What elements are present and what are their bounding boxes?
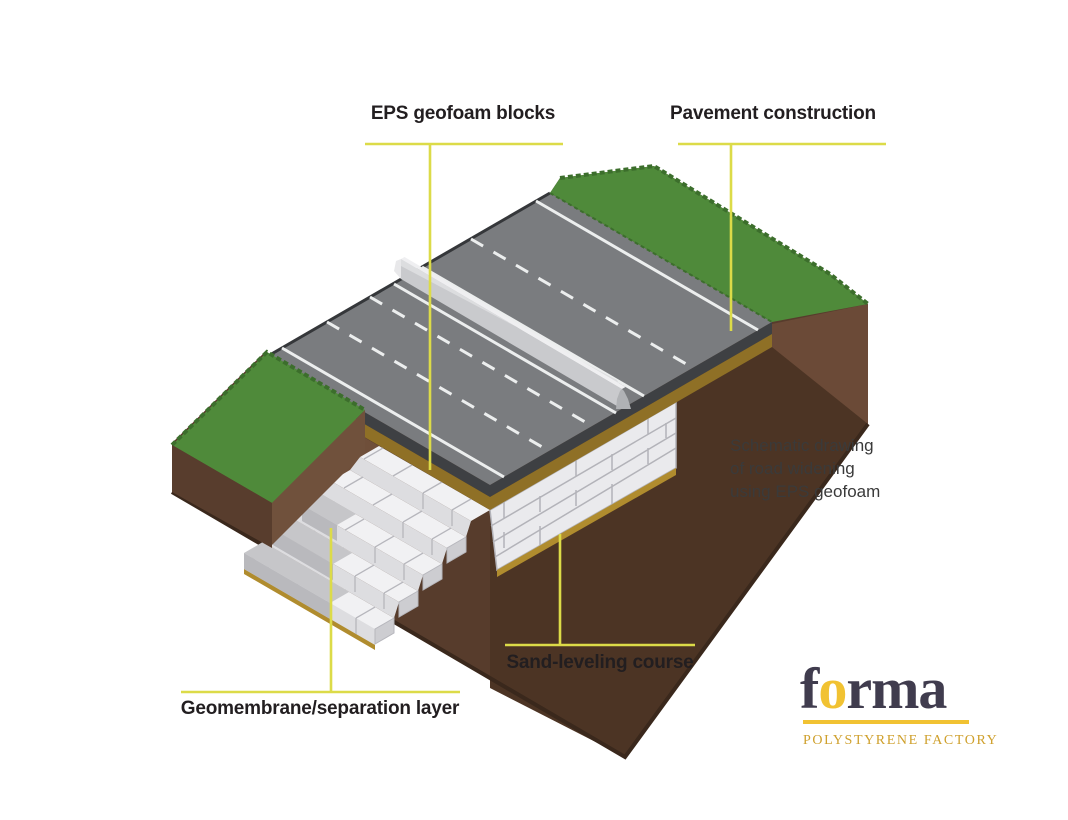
leader-sand-leveling-course bbox=[505, 534, 695, 647]
geofoam-steps bbox=[244, 446, 490, 645]
diagram-caption: Schematic drawing of road widening using… bbox=[730, 434, 880, 503]
road-surface bbox=[267, 191, 772, 485]
leader-lines bbox=[181, 142, 886, 694]
logo-wordmark: forma bbox=[800, 656, 947, 721]
leader-pavement-construction bbox=[678, 142, 886, 331]
caption-line-2: of road widening bbox=[730, 459, 855, 478]
callout-geomembrane: Geomembrane/separation layer bbox=[180, 698, 460, 719]
grass-embankments bbox=[170, 163, 870, 548]
logo-tagline: POLYSTYRENE FACTORY bbox=[803, 733, 999, 748]
barrier-back-cap bbox=[394, 259, 401, 279]
lane-markings bbox=[281, 199, 759, 479]
leader-eps-geofoam-blocks bbox=[365, 142, 563, 470]
geofoam-block-wall bbox=[489, 400, 677, 577]
barrier-front-cap bbox=[616, 389, 631, 409]
asphalt-edge-front bbox=[490, 322, 772, 497]
soil-front-cut-face bbox=[490, 347, 868, 757]
callout-sand-leveling-course: Sand-leveling course bbox=[506, 652, 694, 673]
caption-line-3: using EPS geofoam bbox=[730, 482, 881, 501]
callout-pavement-construction: Pavement construction bbox=[670, 103, 876, 124]
median-barrier bbox=[394, 257, 631, 409]
logo-underline bbox=[803, 720, 969, 724]
logo-letter-o: o bbox=[818, 656, 847, 721]
forma-logo: forma POLYSTYRENE FACTORY bbox=[800, 656, 999, 749]
soil-right-face bbox=[772, 304, 868, 424]
leader-geomembrane bbox=[181, 528, 460, 694]
grass-strip-far bbox=[550, 166, 868, 322]
base-course-front bbox=[490, 334, 772, 510]
grass-left-top bbox=[172, 352, 365, 503]
sand-under-wall bbox=[497, 468, 676, 577]
callout-eps-geofoam-blocks: EPS geofoam blocks bbox=[370, 103, 556, 124]
grass-left-face-se bbox=[272, 410, 365, 545]
geomembrane-layer bbox=[244, 494, 356, 619]
caption-line-1: Schematic drawing bbox=[730, 436, 874, 455]
grass-left-face-sw bbox=[172, 445, 272, 548]
